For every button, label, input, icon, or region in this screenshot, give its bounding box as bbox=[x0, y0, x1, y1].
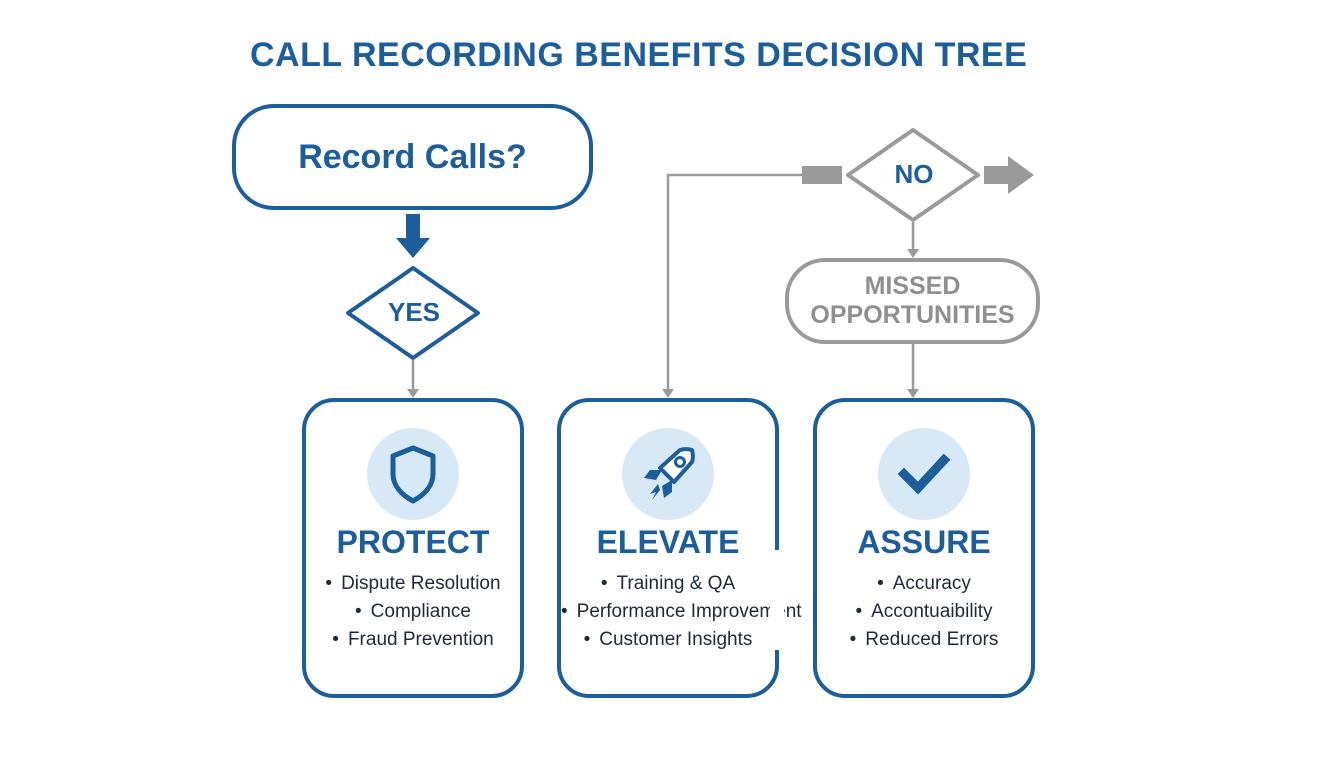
question-node: Record Calls? bbox=[232, 104, 593, 210]
no-to-missed-connector bbox=[907, 222, 919, 258]
no-label: NO bbox=[894, 158, 934, 189]
card-heading: ASSURE bbox=[857, 524, 991, 560]
list-item: Accuracy bbox=[817, 570, 1031, 598]
list-item: Training & QA bbox=[561, 570, 775, 598]
no-diamond bbox=[846, 128, 980, 222]
missed-line-2: OPPORTUNITIES bbox=[810, 301, 1015, 329]
list-item: Performance Improvement bbox=[561, 598, 802, 626]
down-arrow-icon bbox=[396, 214, 430, 258]
diagram-title: CALL RECORDING BENEFITS DECISION TREE bbox=[250, 36, 1028, 74]
card-heading: ELEVATE bbox=[596, 524, 740, 560]
missed-opportunities-node: MISSED OPPORTUNITIES bbox=[785, 258, 1040, 344]
yes-to-protect-connector bbox=[407, 360, 419, 398]
rocket-icon bbox=[622, 428, 714, 520]
no-to-elevate-connector bbox=[662, 166, 842, 398]
yes-label: YES bbox=[387, 296, 441, 327]
card-list: Accuracy Accontuaibility Reduced Errors bbox=[817, 570, 1031, 654]
card-list: Training & QA Performance Improvement Cu… bbox=[561, 570, 802, 654]
missed-line-1: MISSED bbox=[864, 272, 961, 300]
list-item: Reduced Errors bbox=[817, 626, 1031, 654]
list-item: Customer Insights bbox=[561, 626, 775, 654]
list-item: Dispute Resolution bbox=[306, 570, 520, 598]
shield-icon bbox=[367, 428, 459, 520]
card-list: Dispute Resolution Compliance Fraud Prev… bbox=[306, 570, 520, 654]
yes-diamond bbox=[346, 266, 480, 360]
border-gap bbox=[770, 550, 784, 650]
card-heading: PROTECT bbox=[336, 524, 490, 560]
list-item: Accontuaibility bbox=[817, 598, 1031, 626]
checkmark-icon bbox=[878, 428, 970, 520]
list-item: Compliance bbox=[306, 598, 520, 626]
card-elevate: ELEVATE Training & QA Performance Improv… bbox=[557, 398, 802, 698]
card-assure: ASSURE Accuracy Accontuaibility Reduced … bbox=[813, 398, 1035, 698]
right-arrow-icon bbox=[984, 156, 1034, 194]
list-item: Fraud Prevention bbox=[306, 626, 520, 654]
missed-to-assure-connector bbox=[907, 344, 919, 398]
card-protect: PROTECT Dispute Resolution Compliance Fr… bbox=[302, 398, 524, 698]
